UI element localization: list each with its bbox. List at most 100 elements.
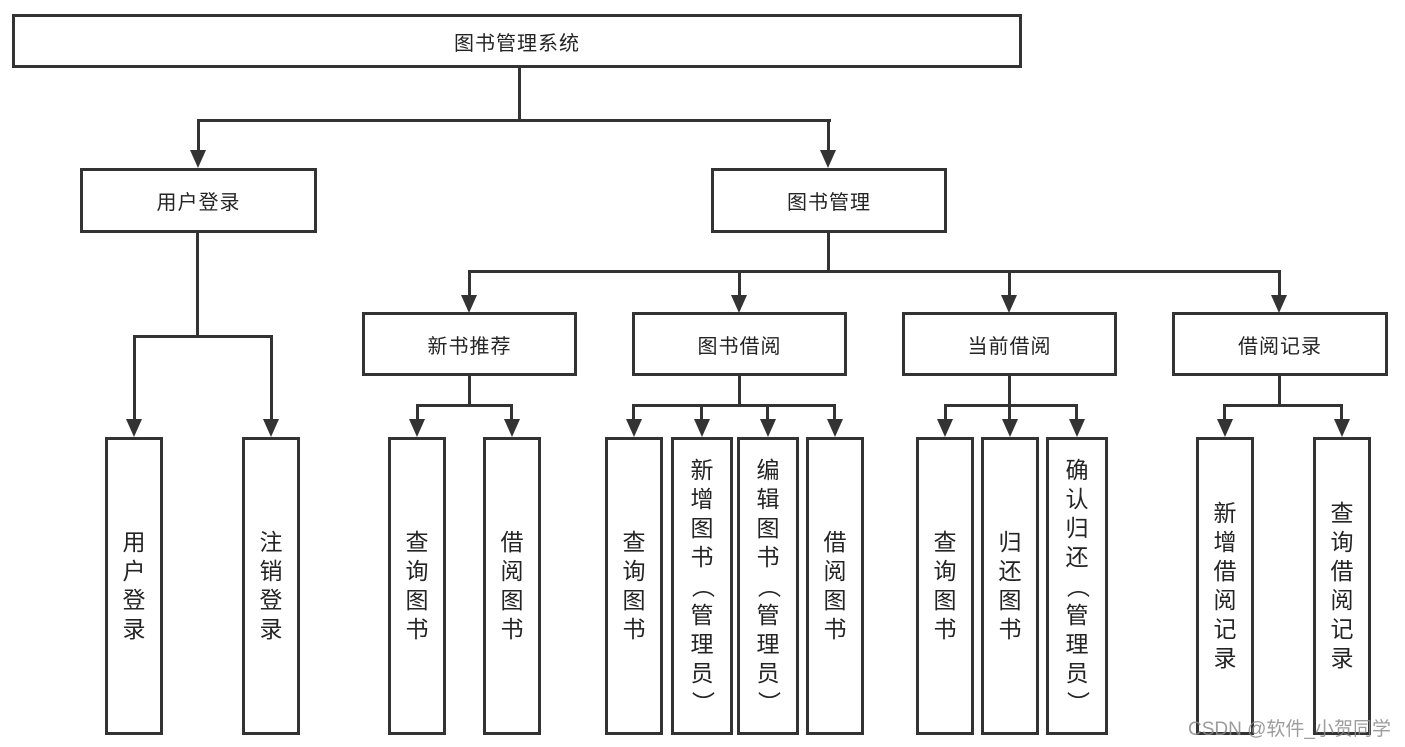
vertical-char: 借 [823,529,847,555]
vertical-char: 新 [690,456,714,483]
arrowhead-book-mgmt [820,150,836,168]
vertical-char: 员 [756,659,780,686]
connector-stem-addrecord [1223,404,1226,421]
vertical-char: 书 [690,543,714,570]
vertical-char: 还 [998,558,1022,584]
connector-newbookrec-trunk [468,376,471,407]
vertical-char: ） [1064,690,1091,714]
connector-stem-query1 [416,404,419,421]
vertical-char: 登 [259,587,283,613]
connector-newbookrec-hline [416,404,513,407]
leaf-add-book: 新增图书 （ 管理员 ） [671,437,733,735]
vertical-char: 阅 [500,558,524,584]
vertical-char: 查 [1330,500,1354,526]
connector-stem-book-mgmt [827,119,830,152]
vertical-char: 户 [122,558,146,584]
vertical-char: 询 [622,558,646,584]
vertical-char: 还 [1065,543,1089,570]
vertical-char: 阅 [1213,587,1237,613]
vertical-char: 书 [622,616,646,642]
vertical-char: ） [689,690,716,714]
arrowhead-leaf-userlogin [126,419,142,437]
vertical-char: 录 [1330,645,1354,671]
vertical-char: （ [1064,574,1091,598]
node-book-mgmt: 图书管理 [711,168,947,233]
vertical-char: 管 [690,601,714,628]
vertical-char: 书 [933,616,957,642]
vertical-char: 图 [823,587,847,613]
connector-root-hline [197,119,831,122]
vertical-char: 询 [405,558,429,584]
vertical-char: 归 [998,529,1022,555]
node-user-login: 用户登录 [80,168,317,233]
vertical-char: 记 [1213,616,1237,642]
vertical-char: 录 [1213,645,1237,671]
vertical-char: 图 [500,587,524,613]
connector-stem-newbookrec [468,270,471,296]
vertical-char: 理 [690,630,714,657]
connector-stem-bookborrow [738,270,741,296]
vertical-char: 录 [259,616,283,642]
connector-stem-returnbook [1008,404,1011,421]
vertical-char: 阅 [1330,587,1354,613]
leaf-edit-book: 编辑图书（管理员） [737,437,799,735]
arrowhead-borrowrecords [1271,295,1287,313]
node-book-borrow: 图书借阅 [632,312,847,376]
arrowhead-addrecord [1217,419,1233,437]
vertical-char: 图 [998,587,1022,613]
arrowhead-query2 [626,419,642,437]
vertical-char: 图 [933,587,957,613]
vertical-char: 图 [690,514,714,541]
vertical-char: 借 [1330,558,1354,584]
vertical-char: 确 [1065,456,1089,483]
arrowhead-returnbook [1002,419,1018,437]
arrowhead-currentborrow [1001,295,1017,313]
vertical-char: 书 [823,616,847,642]
vertical-char: 员 [690,659,714,686]
leaf-borrow-book-1: 借阅图书 [483,437,541,735]
arrowhead-addbook [694,419,710,437]
vertical-char: ） [755,690,782,714]
vertical-char: 记 [1330,616,1354,642]
arrowhead-borrow1 [504,419,520,437]
connector-stem-confirmreturn [1075,404,1078,421]
vertical-char: 管 [1065,601,1089,628]
vertical-char: 查 [405,529,429,555]
connector-currentborrow-trunk [1008,376,1011,407]
csdn-watermark: CSDN @软件_小贺同学 [1188,719,1391,740]
connector-stem-leaf-userlogin [133,335,136,421]
connector-stem-borrow2 [833,404,836,421]
vertical-char: 辑 [756,485,780,512]
arrowhead-leaf-logout [263,419,279,437]
leaf-query-book-3: 查询图书 [916,437,974,735]
vertical-char: （ [689,574,716,598]
connector-stem-query3 [944,404,947,421]
vertical-char: 注 [259,529,283,555]
leaf-return-book: 归还图书 [981,437,1039,735]
connector-stem-currentborrow [1008,270,1011,296]
vertical-char: 图 [405,587,429,613]
vertical-char: 认 [1065,485,1089,512]
connector-userlogin-hline [133,335,273,338]
vertical-char: 管 [756,601,780,628]
vertical-char: 阅 [823,558,847,584]
vertical-char: 询 [1330,529,1354,555]
arrowhead-query3 [937,419,953,437]
leaf-user-login: 用户登录 [105,437,163,735]
arrowhead-newbookrec [461,295,477,313]
connector-stem-editbook [766,404,769,421]
vertical-char: 员 [1065,659,1089,686]
connector-stem-query2 [632,404,635,421]
connector-bookmgmt-hline [468,270,1281,273]
leaf-add-borrow-record: 新增借阅记录 [1196,437,1254,735]
arrowhead-user-login [190,150,206,168]
connector-bookborrow-hline [633,404,836,407]
vertical-char: 录 [122,616,146,642]
vertical-char: 增 [690,485,714,512]
connector-stem-borrow1 [510,404,513,421]
connector-bookmgmt-trunk [827,233,830,273]
vertical-char: 增 [1213,529,1237,555]
vertical-char: 查 [933,529,957,555]
leaf-logout: 注销登录 [242,437,300,735]
vertical-char: 图 [756,514,780,541]
